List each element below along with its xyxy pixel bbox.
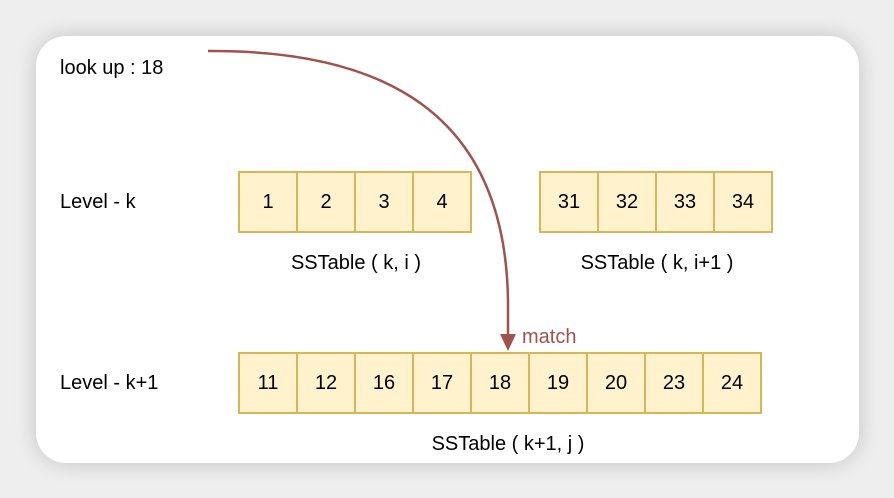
key-cell: 16	[354, 352, 414, 414]
key-cell: 34	[713, 171, 773, 233]
key-cell: 1	[238, 171, 298, 233]
key-cell: 33	[655, 171, 715, 233]
key-cell: 12	[296, 352, 356, 414]
key-cell: 17	[412, 352, 472, 414]
sstable-k1-j-caption: SSTable ( k+1, j )	[431, 433, 585, 455]
key-cell: 3	[354, 171, 414, 233]
key-cell: 23	[644, 352, 704, 414]
level-k-label: Level - k	[60, 191, 136, 213]
lookup-arrow-path	[207, 49, 510, 338]
key-cell: 18	[470, 352, 530, 414]
lookup-label: look up : 18	[60, 57, 164, 79]
sstable-k-i-caption: SSTable ( k, i )	[290, 252, 422, 274]
sstable-k-i1-caption: SSTable ( k, i+1 )	[580, 252, 734, 274]
key-cell: 31	[539, 171, 599, 233]
sstable-k1-j: 11 12 16 17 18 19 20 23 24	[238, 352, 762, 414]
match-label: match	[522, 326, 577, 348]
key-cell: 24	[702, 352, 762, 414]
sstable-k-i: 1 2 3 4	[238, 171, 472, 233]
arrowhead-icon	[500, 334, 516, 351]
level-k1-label: Level - k+1	[60, 372, 159, 394]
key-cell: 4	[412, 171, 472, 233]
sstable-k-i1: 31 32 33 34	[539, 171, 773, 233]
